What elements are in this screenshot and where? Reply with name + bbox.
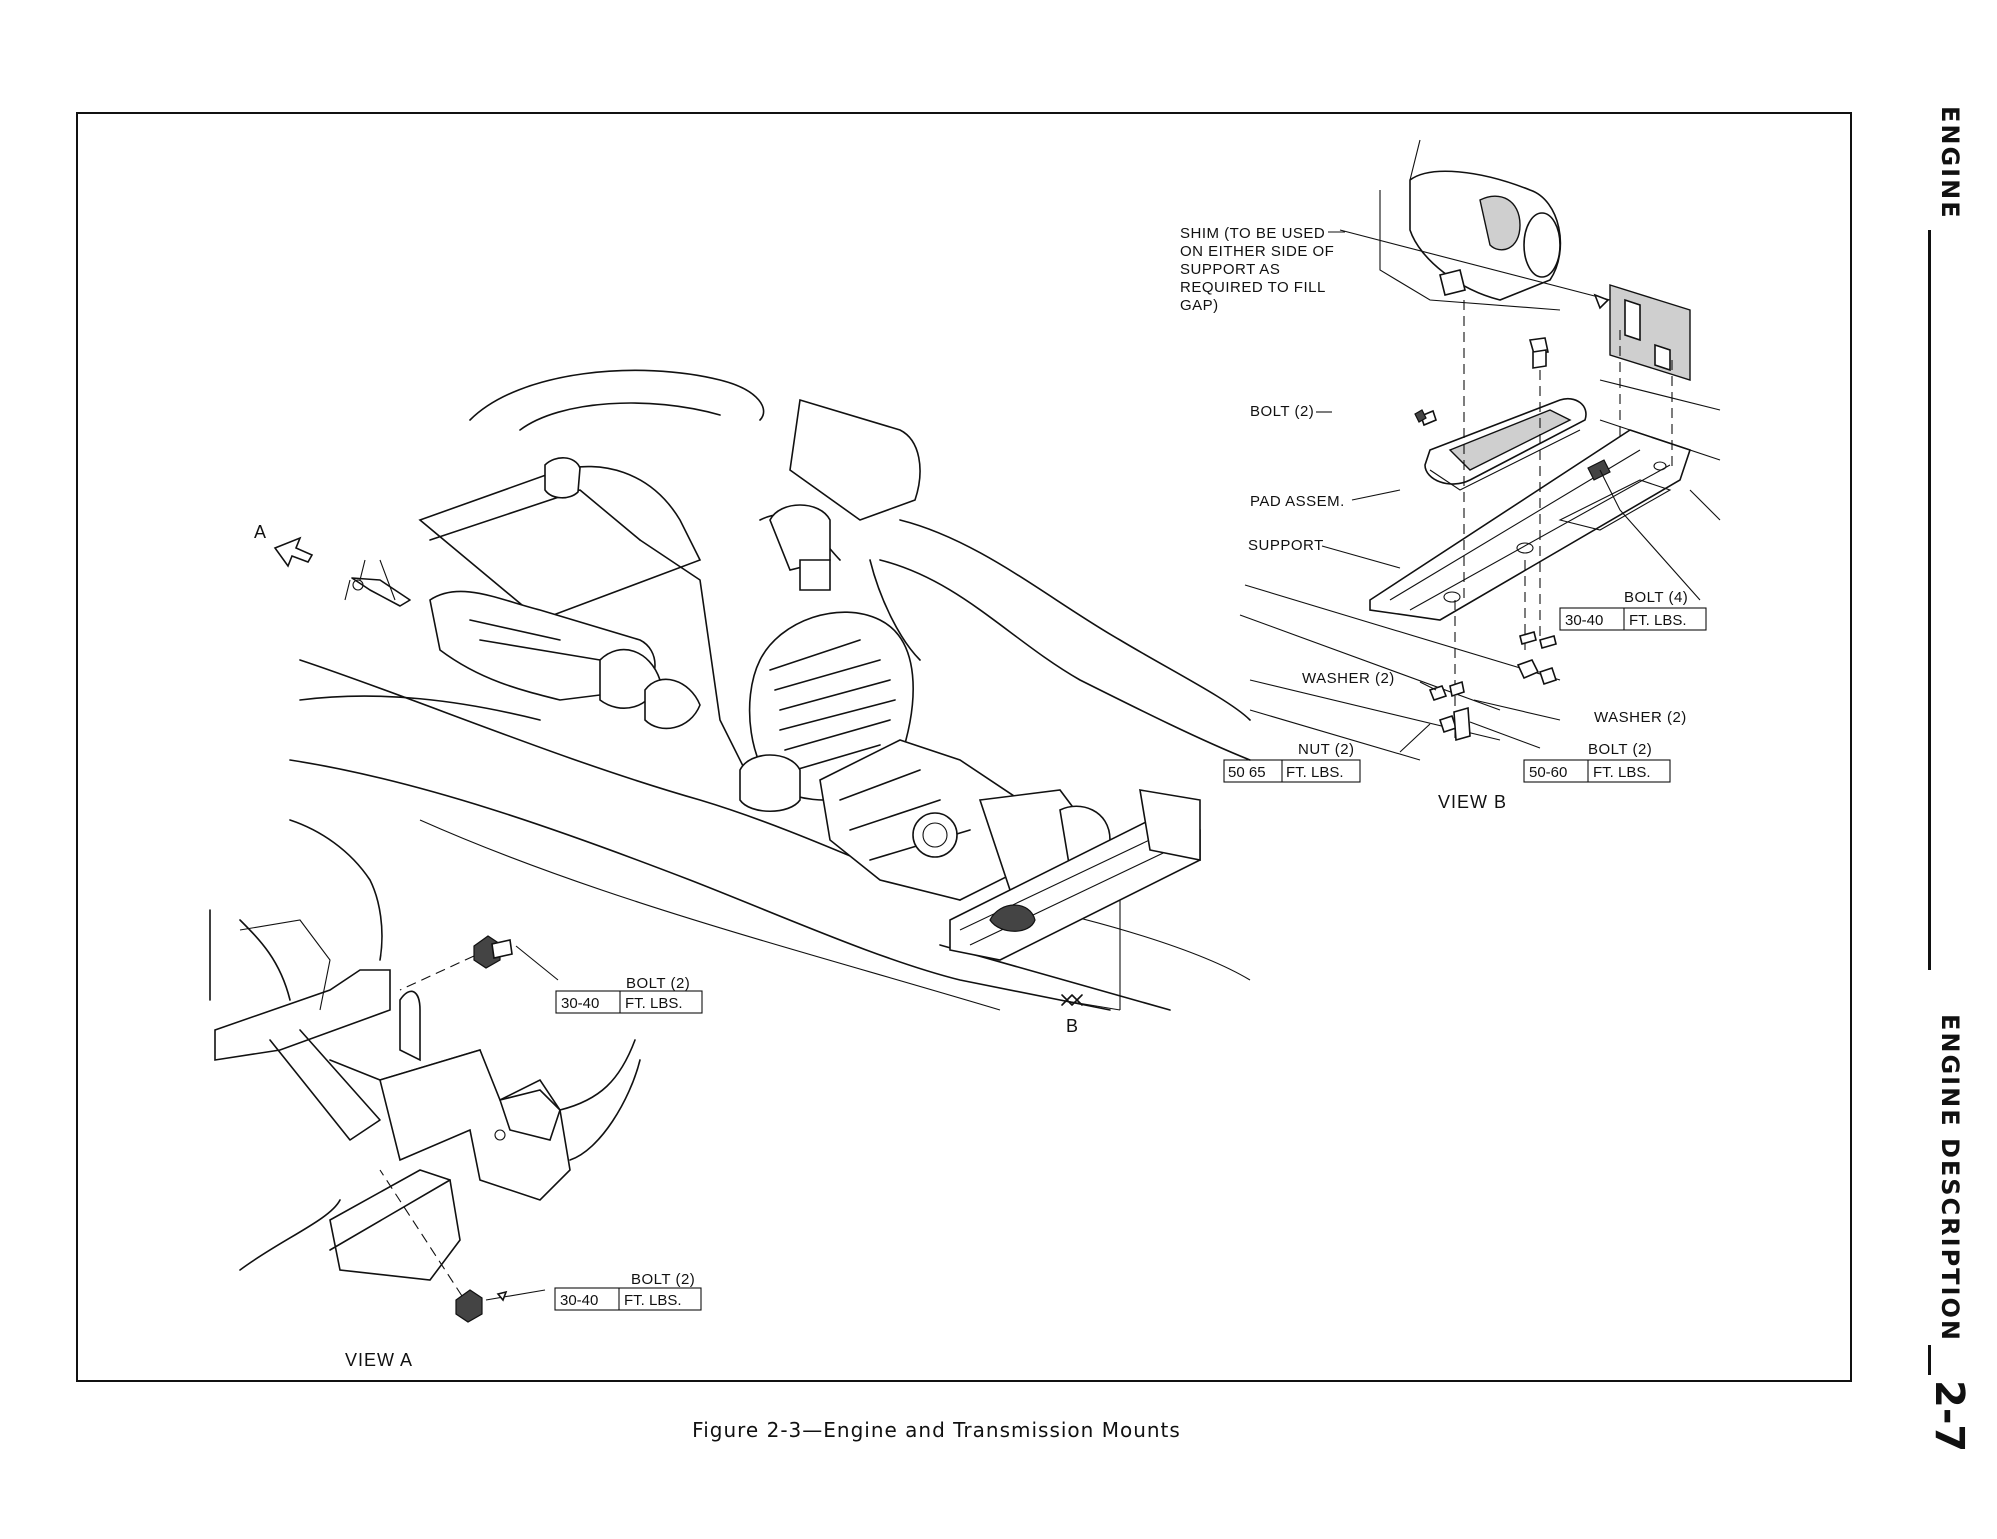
view-b-bolt-4-torque-unit: FT. LBS. <box>1629 612 1687 629</box>
side-chapter-title: ENGINE DESCRIPTION <box>1936 1014 1964 1342</box>
view-a-illustration <box>209 819 641 1323</box>
view-a-bolt-lower-torque-box <box>554 1287 702 1311</box>
figure-caption: Figure 2-3—Engine and Transmission Mount… <box>0 1418 1997 1442</box>
view-b-bolt-lower-label: BOLT (2) <box>1588 741 1652 758</box>
view-b-bolt-4-torque-box <box>1559 607 1707 631</box>
view-b-pointer-label: B <box>1066 1016 1079 1036</box>
view-b-bolt-lower-torque-box <box>1523 759 1671 783</box>
view-b-bolt-top-label: BOLT (2) <box>1250 403 1314 420</box>
view-a-pointer-label: A <box>254 522 267 542</box>
shim-note-line-3: SUPPORT AS <box>1180 261 1280 278</box>
shim-note-line-5: GAP) <box>1180 297 1219 314</box>
figure-caption-text: Figure 2-3—Engine and Transmission Mount… <box>692 1418 1181 1442</box>
side-rule-lower <box>1928 1345 1931 1375</box>
view-b-nut-torque-unit: FT. LBS. <box>1286 764 1344 781</box>
view-a-bolt-upper-torque-unit: FT. LBS. <box>625 995 683 1012</box>
figure-frame <box>76 112 1852 1382</box>
view-b-washer-right-label: WASHER (2) <box>1594 709 1687 726</box>
view-b-nut-torque-box <box>1223 759 1361 783</box>
view-b-bolt-lower-torque-value: 50-60 <box>1529 764 1567 781</box>
view-a-bolt-upper-torque-box <box>555 990 703 1014</box>
shim-note-line-4: REQUIRED TO FILL <box>1180 279 1326 296</box>
view-b-nut-label: NUT (2) <box>1298 741 1355 758</box>
side-rule <box>1928 230 1931 970</box>
view-b-bolt-4-label: BOLT (4) <box>1624 589 1688 606</box>
view-b-bolt-lower-torque-unit: FT. LBS. <box>1593 764 1651 781</box>
view-a-bolt-upper-label: BOLT (2) <box>626 975 690 992</box>
view-b-bolt-4-torque-value: 30-40 <box>1565 612 1603 629</box>
side-section-title: ENGINE <box>1936 106 1964 220</box>
view-a-bolt-lower-torque-value: 30-40 <box>560 1292 598 1309</box>
view-a-bolt-upper-torque-value: 30-40 <box>561 995 599 1012</box>
shim-note: SHIM (TO BE USED ON EITHER SIDE OF SUPPO… <box>1180 225 1345 314</box>
shim-plate <box>1609 284 1691 381</box>
view-b-nut-torque-value: 50 65 <box>1228 764 1266 781</box>
shim-note-line-1: SHIM (TO BE USED <box>1180 225 1325 242</box>
support-label: SUPPORT <box>1248 537 1324 554</box>
shim-note-line-2: ON EITHER SIDE OF <box>1180 243 1334 260</box>
engine-illustration: A B <box>254 369 1251 1036</box>
view-a-arrow-icon <box>273 536 314 568</box>
view-b-title: VIEW B <box>1438 792 1507 812</box>
view-a-bolt-lower-label: BOLT (2) <box>631 1271 695 1288</box>
view-a-bolt-lower-torque-unit: FT. LBS. <box>624 1292 682 1309</box>
view-b-illustration <box>1239 139 1721 761</box>
view-b-washer-left-label: WASHER (2) <box>1302 670 1395 687</box>
view-a-title: VIEW A <box>345 1350 413 1370</box>
page-number: 2-7 <box>1926 1380 1972 1453</box>
pad-assem-label: PAD ASSEM. <box>1250 493 1345 510</box>
view-b-arrow-icon <box>1061 994 1083 1006</box>
